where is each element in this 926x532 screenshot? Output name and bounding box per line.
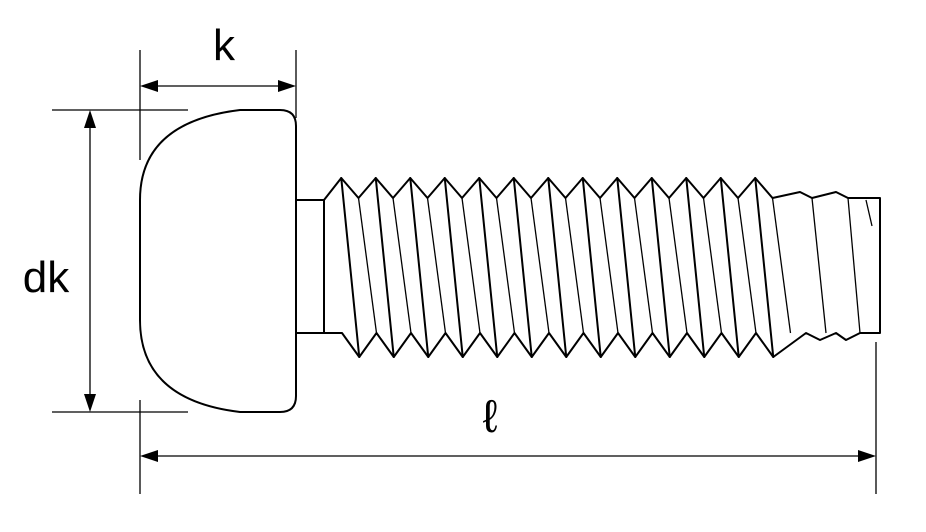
dimension-k: k <box>139 21 297 160</box>
screw-neck <box>295 199 325 334</box>
thread-crest-line <box>409 177 430 358</box>
thread-root-line <box>737 197 757 334</box>
thread-tail-line <box>847 197 861 334</box>
thread-root-line <box>702 197 723 334</box>
thread-crest-line <box>340 177 361 358</box>
dimension-length: ℓ <box>139 342 877 494</box>
thread-root-line <box>392 197 412 334</box>
thread-crest-line <box>754 177 775 358</box>
thread-root-line <box>668 197 688 334</box>
thread-crest-line <box>443 177 464 358</box>
k-label: k <box>213 21 236 70</box>
thread-crest-line <box>547 177 568 358</box>
screw-head <box>139 109 297 413</box>
thread-outline <box>323 177 881 358</box>
thread-crest-line <box>685 177 706 358</box>
k-arrow-left <box>140 80 158 92</box>
thread-root-line <box>771 197 792 334</box>
thread-crest-line <box>478 177 499 358</box>
dk-arrow-bottom <box>84 394 96 412</box>
thread-root-line <box>599 197 619 334</box>
thread-crest-line <box>650 177 671 358</box>
thread-root-line <box>564 197 585 334</box>
thread-crest-line <box>512 177 533 358</box>
dk-arrow-top <box>84 110 96 128</box>
thread-root-line <box>633 197 654 334</box>
thread-root-line <box>426 197 447 334</box>
thread-root-line <box>530 197 550 334</box>
thread-crest-line <box>719 177 740 358</box>
thread-root-line <box>495 197 516 334</box>
thread-crest-line <box>374 177 395 358</box>
thread-crest-line <box>581 177 602 358</box>
dk-label: dk <box>23 253 70 302</box>
thread-tail-line <box>811 197 827 334</box>
thread-body <box>323 177 881 358</box>
length-arrow-right <box>858 450 876 462</box>
length-arrow-left <box>140 450 158 462</box>
length-label: ℓ <box>483 390 498 442</box>
thread-root-line <box>461 197 481 334</box>
thread-crest-line <box>616 177 637 358</box>
thread-tail-line <box>865 199 873 227</box>
thread-root-line <box>357 197 378 334</box>
dimension-dk: dk <box>23 109 188 413</box>
k-arrow-right <box>278 80 296 92</box>
